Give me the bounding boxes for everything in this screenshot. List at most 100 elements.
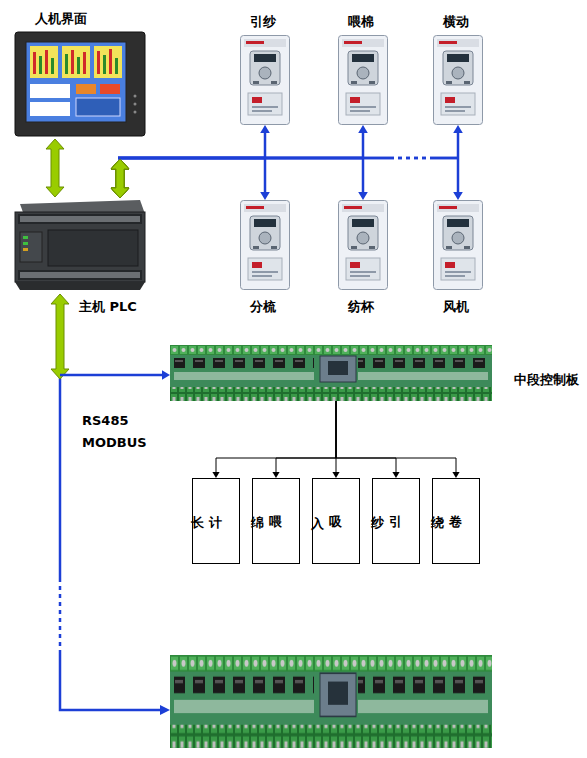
double-arrow (111, 159, 129, 198)
box-label: 喂绵 (268, 487, 284, 563)
arrow-head (392, 472, 399, 478)
connector-line (430, 157, 458, 160)
connector-line (390, 157, 430, 160)
device-label: 人机界面 (35, 10, 87, 28)
inv-node: 横动 (433, 35, 483, 125)
connector-line (118, 157, 363, 160)
device-label: 纺杯 (348, 298, 374, 316)
inverter-illustration (241, 201, 290, 290)
plc-illustration (15, 200, 145, 290)
connector-line (457, 158, 460, 194)
inverter-illustration (434, 201, 483, 290)
double-arrow (111, 159, 129, 198)
bus-label: RS485 MODBUS (82, 410, 152, 454)
hmi-node: 人机界面 (15, 32, 145, 136)
function-box: 喂绵 (252, 478, 300, 564)
arrow-head (162, 370, 170, 380)
connector-line (430, 157, 458, 160)
function-box: 引纱 (372, 478, 420, 564)
connector-line (336, 401, 337, 458)
function-box: 卷绕 (432, 478, 480, 564)
device-label: 横动 (443, 13, 469, 31)
box-label: 吸入 (328, 487, 344, 563)
connector-line (362, 158, 365, 194)
arrow-head (453, 125, 463, 133)
connector-line (118, 157, 390, 160)
connector-line (118, 157, 265, 160)
connector-line (362, 131, 365, 158)
connector-line (336, 401, 337, 458)
device-label: 风机 (443, 298, 469, 316)
connector-line (336, 458, 337, 473)
inv-node: 风机 (433, 200, 483, 290)
connector-line (216, 458, 336, 459)
inverter-illustration (339, 201, 388, 290)
connector-line (118, 157, 390, 160)
connector-line (60, 374, 162, 377)
arrow-head (332, 472, 339, 478)
connector-line (456, 458, 457, 473)
arrow-head (358, 192, 368, 200)
connector-line (336, 458, 396, 459)
inverter-illustration (339, 36, 388, 125)
connector-line (264, 131, 267, 158)
arrow-head (260, 125, 270, 133)
connector (332, 401, 339, 478)
connector (111, 158, 463, 200)
connector-line (336, 401, 337, 458)
hmi-illustration (15, 32, 145, 136)
connector (272, 401, 336, 478)
connector (111, 125, 270, 198)
inv-node: 喂棉 (338, 35, 388, 125)
double-arrow (46, 139, 64, 197)
connector-line (216, 458, 217, 473)
control-board-illustration (170, 345, 492, 401)
double-arrow (111, 159, 129, 198)
connector (46, 139, 64, 197)
inverter-illustration (434, 36, 483, 125)
control-board-illustration (170, 655, 492, 748)
arrow-head (212, 472, 219, 478)
connector-line (336, 401, 337, 458)
double-arrow (111, 159, 129, 198)
connector-line (390, 157, 430, 160)
inv-node: 分梳 (240, 200, 290, 290)
device-label: 主机 PLC (79, 298, 137, 316)
double-arrow (111, 159, 129, 198)
board-node: 中段控制板 (170, 345, 492, 401)
inverter-illustration (241, 36, 290, 125)
device-label: 喂棉 (348, 13, 374, 31)
inv-node: 纺杯 (338, 200, 388, 290)
device-label: 分梳 (250, 298, 276, 316)
connector (212, 401, 336, 478)
connector (111, 125, 463, 198)
connector-line (276, 458, 336, 459)
inv-node: 引纱 (240, 35, 290, 125)
connector (111, 158, 270, 200)
connector-line (336, 401, 337, 458)
connector-line (118, 157, 363, 160)
double-arrow (51, 294, 69, 379)
connector (336, 401, 400, 478)
connector-line (336, 458, 456, 459)
bus-trunk-line (60, 378, 162, 710)
box-label: 计长 (208, 487, 224, 563)
arrow-head (272, 472, 279, 478)
plc-node: 主机 PLC (15, 200, 145, 290)
connector-line (276, 458, 277, 473)
box-label: 引纱 (388, 487, 404, 563)
connector-line (396, 458, 397, 473)
connector (336, 401, 460, 478)
connector (111, 125, 368, 198)
connector (51, 294, 170, 380)
arrow-head (260, 192, 270, 200)
connector-line (264, 158, 267, 194)
arrow-head (452, 472, 459, 478)
double-arrow (111, 159, 129, 198)
connector-line (457, 131, 460, 158)
arrow-head (358, 125, 368, 133)
